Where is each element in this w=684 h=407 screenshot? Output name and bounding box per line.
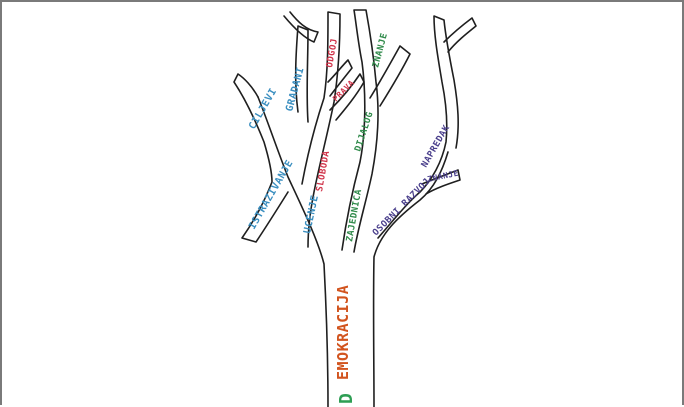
trunk-left-edge <box>258 97 328 407</box>
middle-branch-upper-label: GRADANI <box>284 66 306 113</box>
center-branch-mid-label: DIJALOG <box>353 110 375 152</box>
twig-b-label: SLOBODA <box>315 150 332 193</box>
right-top-twig <box>444 18 476 52</box>
trunk-word: EMOKRACIJA <box>334 285 352 380</box>
center-branch-top-label: ZNANJE <box>371 32 390 69</box>
right-branch-lower-label: OSOBNI RAZVOJ <box>371 177 432 238</box>
left-branch-upper-label: CILJEVI <box>247 86 279 131</box>
trunk-initial: D <box>336 393 357 404</box>
right-branch-upper-label: NAPREDAK <box>420 123 452 169</box>
middle-branch-lower-label: UCENJE <box>302 194 321 235</box>
